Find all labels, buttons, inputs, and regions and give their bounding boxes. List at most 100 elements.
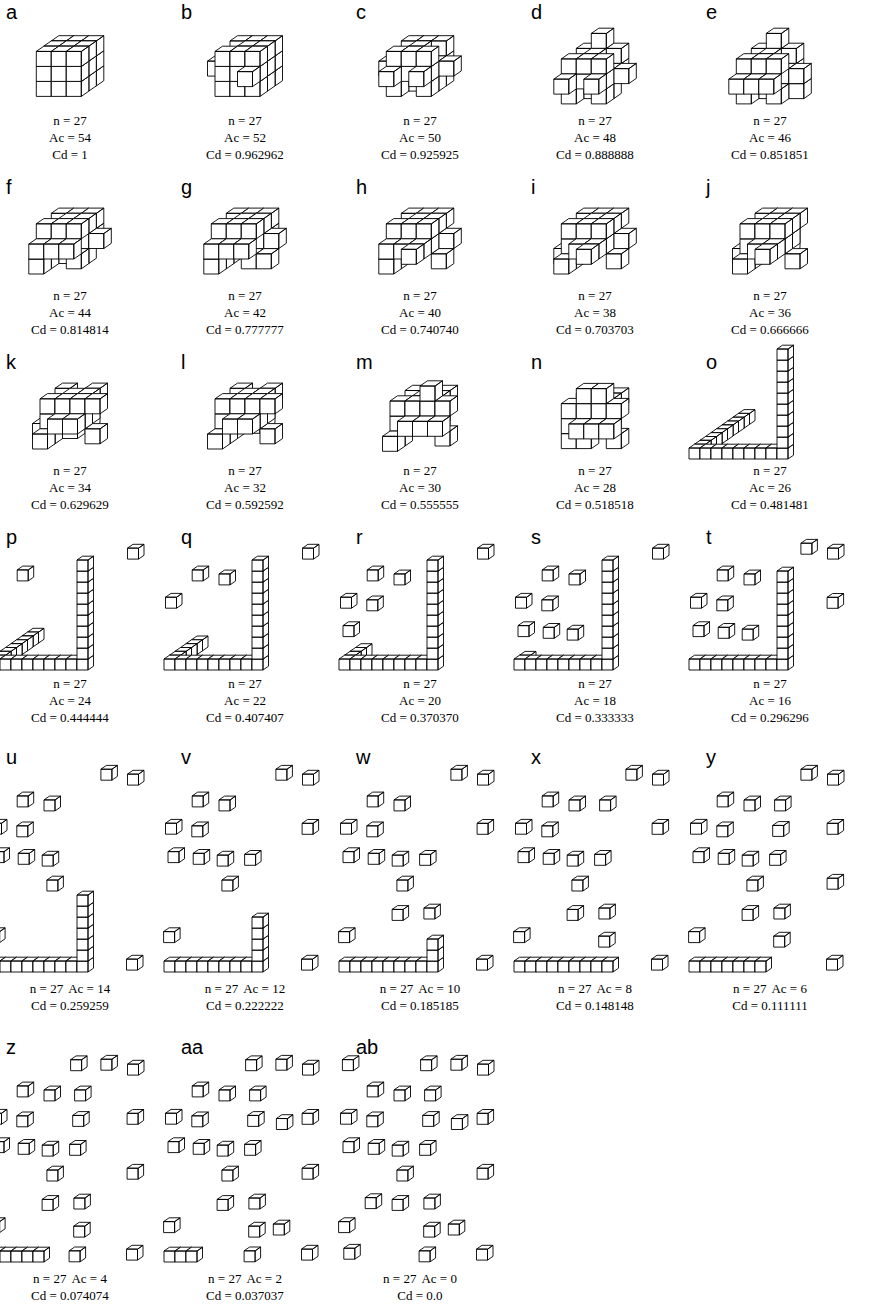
stat-text: Cd = 0.555555 (340, 496, 500, 513)
cube (420, 851, 437, 866)
stat-text: n = 27 (690, 112, 850, 129)
cube (691, 819, 708, 834)
stat-text: Ac = 14 (68, 981, 110, 996)
cube (42, 1141, 59, 1156)
cube (599, 904, 616, 919)
cube (302, 820, 319, 835)
cube (168, 848, 185, 863)
cube (260, 394, 283, 414)
cube (409, 66, 432, 86)
cube (75, 1086, 92, 1101)
panel-letter: h (356, 176, 367, 198)
cube (367, 566, 384, 581)
cube (542, 596, 559, 611)
cube (516, 819, 533, 834)
stat-text: n = 27 (165, 675, 325, 692)
cube (42, 1196, 59, 1211)
stat-text: Ac = 40 (340, 304, 500, 321)
panel-letter: s (531, 526, 541, 548)
cube (569, 570, 586, 585)
panel-letter: w (356, 746, 370, 768)
cube (276, 765, 293, 780)
cube (770, 219, 793, 239)
stat-text: n = 27 (340, 287, 500, 304)
cube (222, 1166, 239, 1181)
cube (401, 244, 424, 264)
cube (423, 1112, 440, 1127)
cube (478, 770, 495, 785)
cube (303, 770, 320, 785)
cube (451, 765, 468, 780)
cube (626, 765, 643, 780)
cube (392, 1196, 409, 1211)
stat-text: Cd = 0.814814 (0, 321, 150, 338)
cube (343, 1138, 360, 1153)
stat-text: n = 27 (690, 462, 850, 479)
cube (66, 219, 89, 239)
cube (343, 622, 360, 637)
cube (166, 819, 183, 834)
stat-line: n = 27Ac = 6 (685, 980, 855, 997)
panel-letter: v (181, 746, 191, 768)
cube (801, 539, 818, 554)
cube (576, 244, 599, 264)
cube (717, 566, 734, 581)
cube (71, 1056, 88, 1071)
panel-letter: m (356, 351, 373, 373)
cube (217, 1141, 234, 1156)
cube (0, 1109, 7, 1124)
cube (365, 1194, 382, 1209)
cube (238, 66, 261, 86)
stat-text: Ac = 18 (515, 692, 675, 709)
cube (238, 414, 261, 434)
cube (74, 1194, 91, 1209)
cube (424, 1194, 441, 1209)
cube (542, 792, 559, 807)
cube (343, 848, 360, 863)
cube (77, 891, 94, 906)
cube (276, 1115, 293, 1130)
cube (302, 1110, 319, 1125)
cube (599, 932, 616, 947)
cube (584, 74, 607, 94)
cube (755, 244, 778, 264)
cube (416, 46, 439, 66)
stat-text: Ac = 38 (515, 304, 675, 321)
cube (47, 876, 64, 891)
cube (73, 1112, 90, 1127)
stat-text: Cd = 0.444444 (0, 709, 150, 726)
cube (569, 796, 586, 811)
stat-text: Ac = 54 (0, 129, 150, 146)
cube (427, 935, 444, 950)
cube (744, 796, 761, 811)
panel-letter: aa (181, 1036, 203, 1058)
cube (424, 904, 441, 919)
panel-letter: t (706, 526, 712, 548)
cube (718, 850, 735, 865)
cube (252, 913, 269, 928)
cube (42, 851, 59, 866)
cube (368, 1140, 385, 1155)
cube (448, 1220, 465, 1235)
stat-line: n = 27Ac = 8 (510, 980, 680, 997)
cube (217, 1196, 234, 1211)
cube (33, 1247, 50, 1262)
stat-line: n = 27Ac = 10 (335, 980, 505, 997)
stat-text: Ac = 0 (421, 1271, 457, 1286)
cube (595, 851, 612, 866)
stat-text: Cd = 0.777777 (165, 321, 325, 338)
cube (101, 1055, 118, 1070)
cube (591, 28, 614, 48)
cube (127, 1164, 144, 1179)
panel-letter: a (6, 1, 17, 23)
stat-text: n = 27 (208, 1271, 241, 1286)
cube (18, 1140, 35, 1155)
stat-text: Ac = 4 (71, 1271, 107, 1286)
cube (439, 56, 462, 76)
cube (219, 1086, 236, 1101)
panel-letter: j (706, 176, 710, 198)
cube (0, 928, 5, 943)
cube (451, 1055, 468, 1070)
cube (192, 792, 209, 807)
stat-text: Ac = 32 (165, 479, 325, 496)
